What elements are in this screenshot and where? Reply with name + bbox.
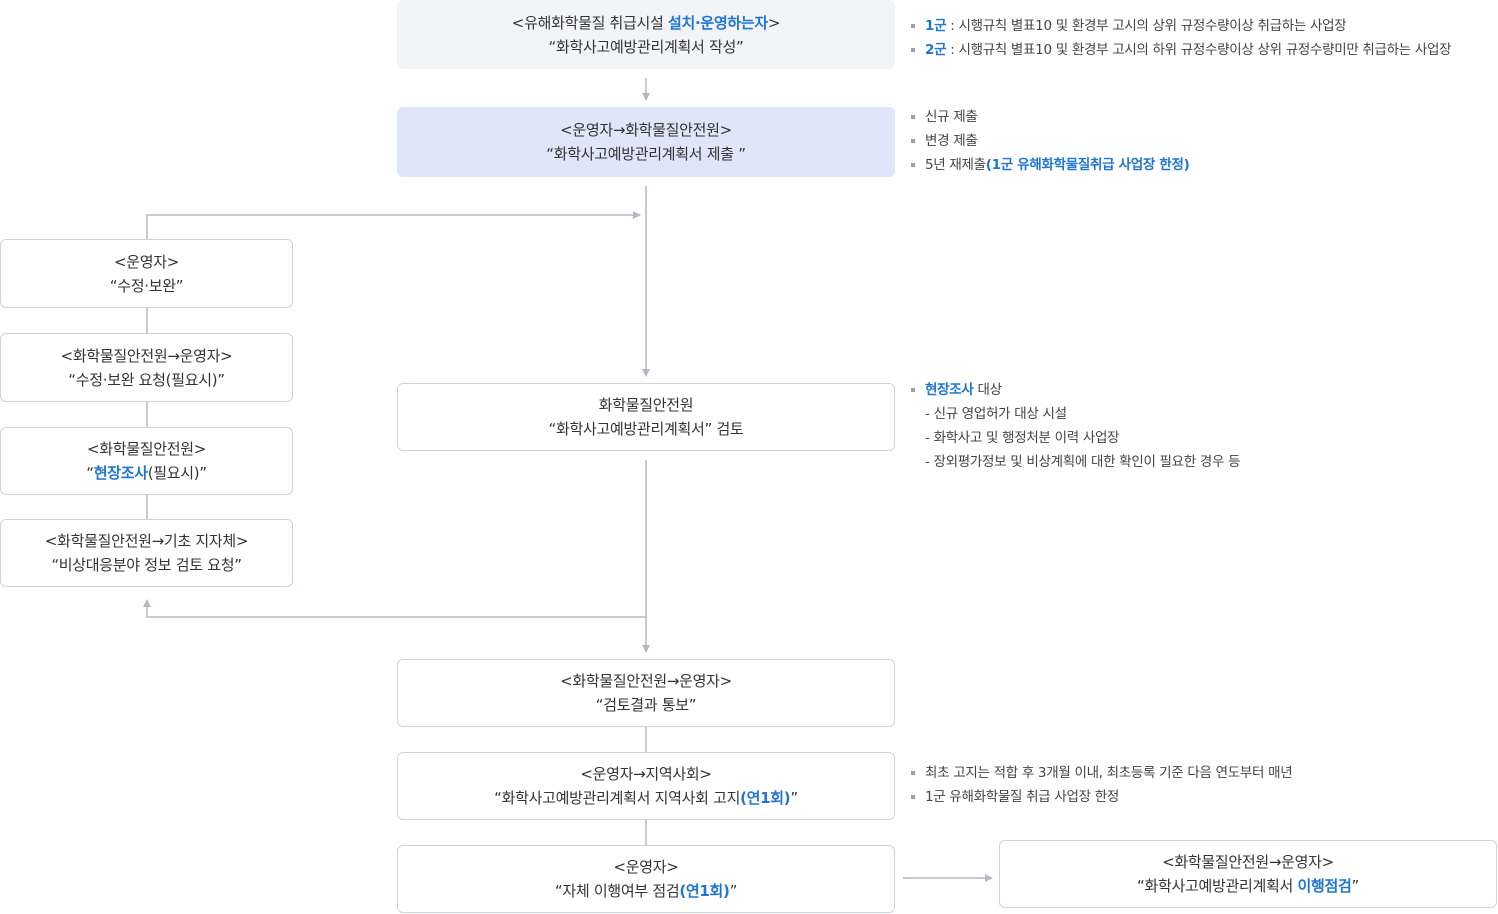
box-local-gov-line1: <화학물질안전원→기초 지자체> (44, 532, 249, 550)
box-submit-line1: <운영자→화학물질안전원> (560, 121, 732, 139)
note-notice-2: 1군 유해화학물질 취급 사업장 한정 (911, 785, 1292, 809)
note-resubmission: 5년 재제출(1군 유해화학물질취급 사업장 한정) (911, 153, 1190, 177)
notes-submission: 신규 제출 변경 제출 5년 재제출(1군 유해화학물질취급 사업장 한정) (911, 105, 1190, 177)
box-site-survey-line1: <화학물질안전원> (86, 440, 207, 458)
box-submit: <운영자→화학물질안전원> “화학사고예방관리계획서 제출 ” (397, 107, 895, 177)
box-self-check: <운영자> “자체 이행여부 점검(연1회)” (397, 845, 895, 913)
box-revise-request-line1: <화학물질안전원→운영자> (60, 346, 233, 365)
box-review-line2: “화학사고예방관리계획서” 검토 (548, 420, 744, 438)
box-setup: <유해화학물질 취급시설 설치·운영하는자> “화학사고예방관리계획서 작성” (397, 0, 895, 69)
box-submit-line2: “화학사고예방관리계획서 제출 ” (546, 145, 746, 163)
note-group-1: 1군 : 시행규칙 별표10 및 환경부 고시의 상위 규정수량이상 취급하는 … (911, 14, 1451, 38)
note-survey-sub-3: - 장외평가정보 및 비상계획에 대한 확인이 필요한 경우 등 (925, 454, 1241, 470)
box-setup-line1: <유해화학물질 취급시설 설치·운영하는자> (511, 13, 781, 32)
box-inspection: <화학물질안전원→운영자> “화학사고예방관리계획서 이행점검” (999, 840, 1497, 908)
box-inspection-line2: “화학사고예방관리계획서 이행점검” (1137, 877, 1359, 895)
setup-highlight: 설치·운영하는자 (668, 13, 768, 32)
box-community-line1: <운영자→지역사회> (580, 765, 712, 783)
box-site-survey-line2: “현장조사(필요시)” (86, 464, 207, 482)
note-change-submission: 변경 제출 (911, 129, 1189, 153)
community-highlight: (연1회) (740, 789, 791, 807)
box-setup-line2: “화학사고예방관리계획서 작성” (548, 37, 744, 56)
box-local-gov: <화학물질안전원→기초 지자체> “비상대응분야 정보 검토 요청” (0, 519, 293, 587)
box-local-gov-line2: “비상대응분야 정보 검토 요청” (51, 556, 242, 574)
note-survey-sub-2: - 화학사고 및 행정처분 이력 사업장 (925, 430, 1120, 446)
box-revise-request-line2: “수정·보완 요청(필요시)” (68, 370, 225, 389)
inspection-highlight: 이행점검 (1297, 877, 1352, 895)
note-survey-sub-1: - 신규 영업허가 대상 시설 (925, 406, 1067, 422)
box-revise: <운영자> “수정·보완” (0, 239, 293, 308)
box-review-line1: 화학물질안전원 (598, 396, 694, 414)
note-survey-title: 현장조사 대상 (911, 378, 1240, 402)
box-revise-line1: <운영자> (113, 252, 180, 271)
box-result: <화학물질안전원→운영자> “검토결과 통보” (397, 659, 895, 727)
box-self-check-line1: <운영자> (613, 858, 679, 876)
box-community-line2: “화학사고예방관리계획서 지역사회 고지(연1회)” (494, 789, 798, 807)
note-new-submission: 신규 제출 (911, 105, 1189, 129)
notes-survey: 현장조사 대상 - 신규 영업허가 대상 시설 - 화학사고 및 행정처분 이력… (911, 378, 1241, 474)
box-community: <운영자→지역사회> “화학사고예방관리계획서 지역사회 고지(연1회)” (397, 752, 895, 820)
box-revise-request: <화학물질안전원→운영자> “수정·보완 요청(필요시)” (0, 333, 293, 402)
site-survey-highlight: 현장조사 (93, 464, 148, 482)
box-review: 화학물질안전원 “화학사고예방관리계획서” 검토 (397, 383, 895, 451)
box-result-line1: <화학물질안전원→운영자> (560, 672, 732, 690)
box-result-line2: “검토결과 통보” (595, 696, 697, 714)
box-site-survey: <화학물질안전원> “현장조사(필요시)” (0, 427, 293, 495)
notes-groups: 1군 : 시행규칙 별표10 및 환경부 고시의 상위 규정수량이상 취급하는 … (911, 14, 1452, 62)
box-revise-line2: “수정·보완” (109, 276, 184, 295)
note-notice-1: 최초 고지는 적합 후 3개월 이내, 최초등록 기준 다음 연도부터 매년 (911, 761, 1293, 785)
notes-notice: 최초 고지는 적합 후 3개월 이내, 최초등록 기준 다음 연도부터 매년 1… (911, 761, 1293, 809)
note-group-2: 2군 : 시행규칙 별표10 및 환경부 고시의 하위 규정수량이상 상위 규정… (911, 38, 1452, 62)
branch-to-left-line (143, 599, 646, 618)
self-check-highlight: (연1회) (679, 882, 730, 900)
loop-back-line (146, 211, 641, 240)
box-self-check-line2: “자체 이행여부 점검(연1회)” (554, 882, 738, 900)
box-inspection-line1: <화학물질안전원→운영자> (1162, 853, 1334, 871)
